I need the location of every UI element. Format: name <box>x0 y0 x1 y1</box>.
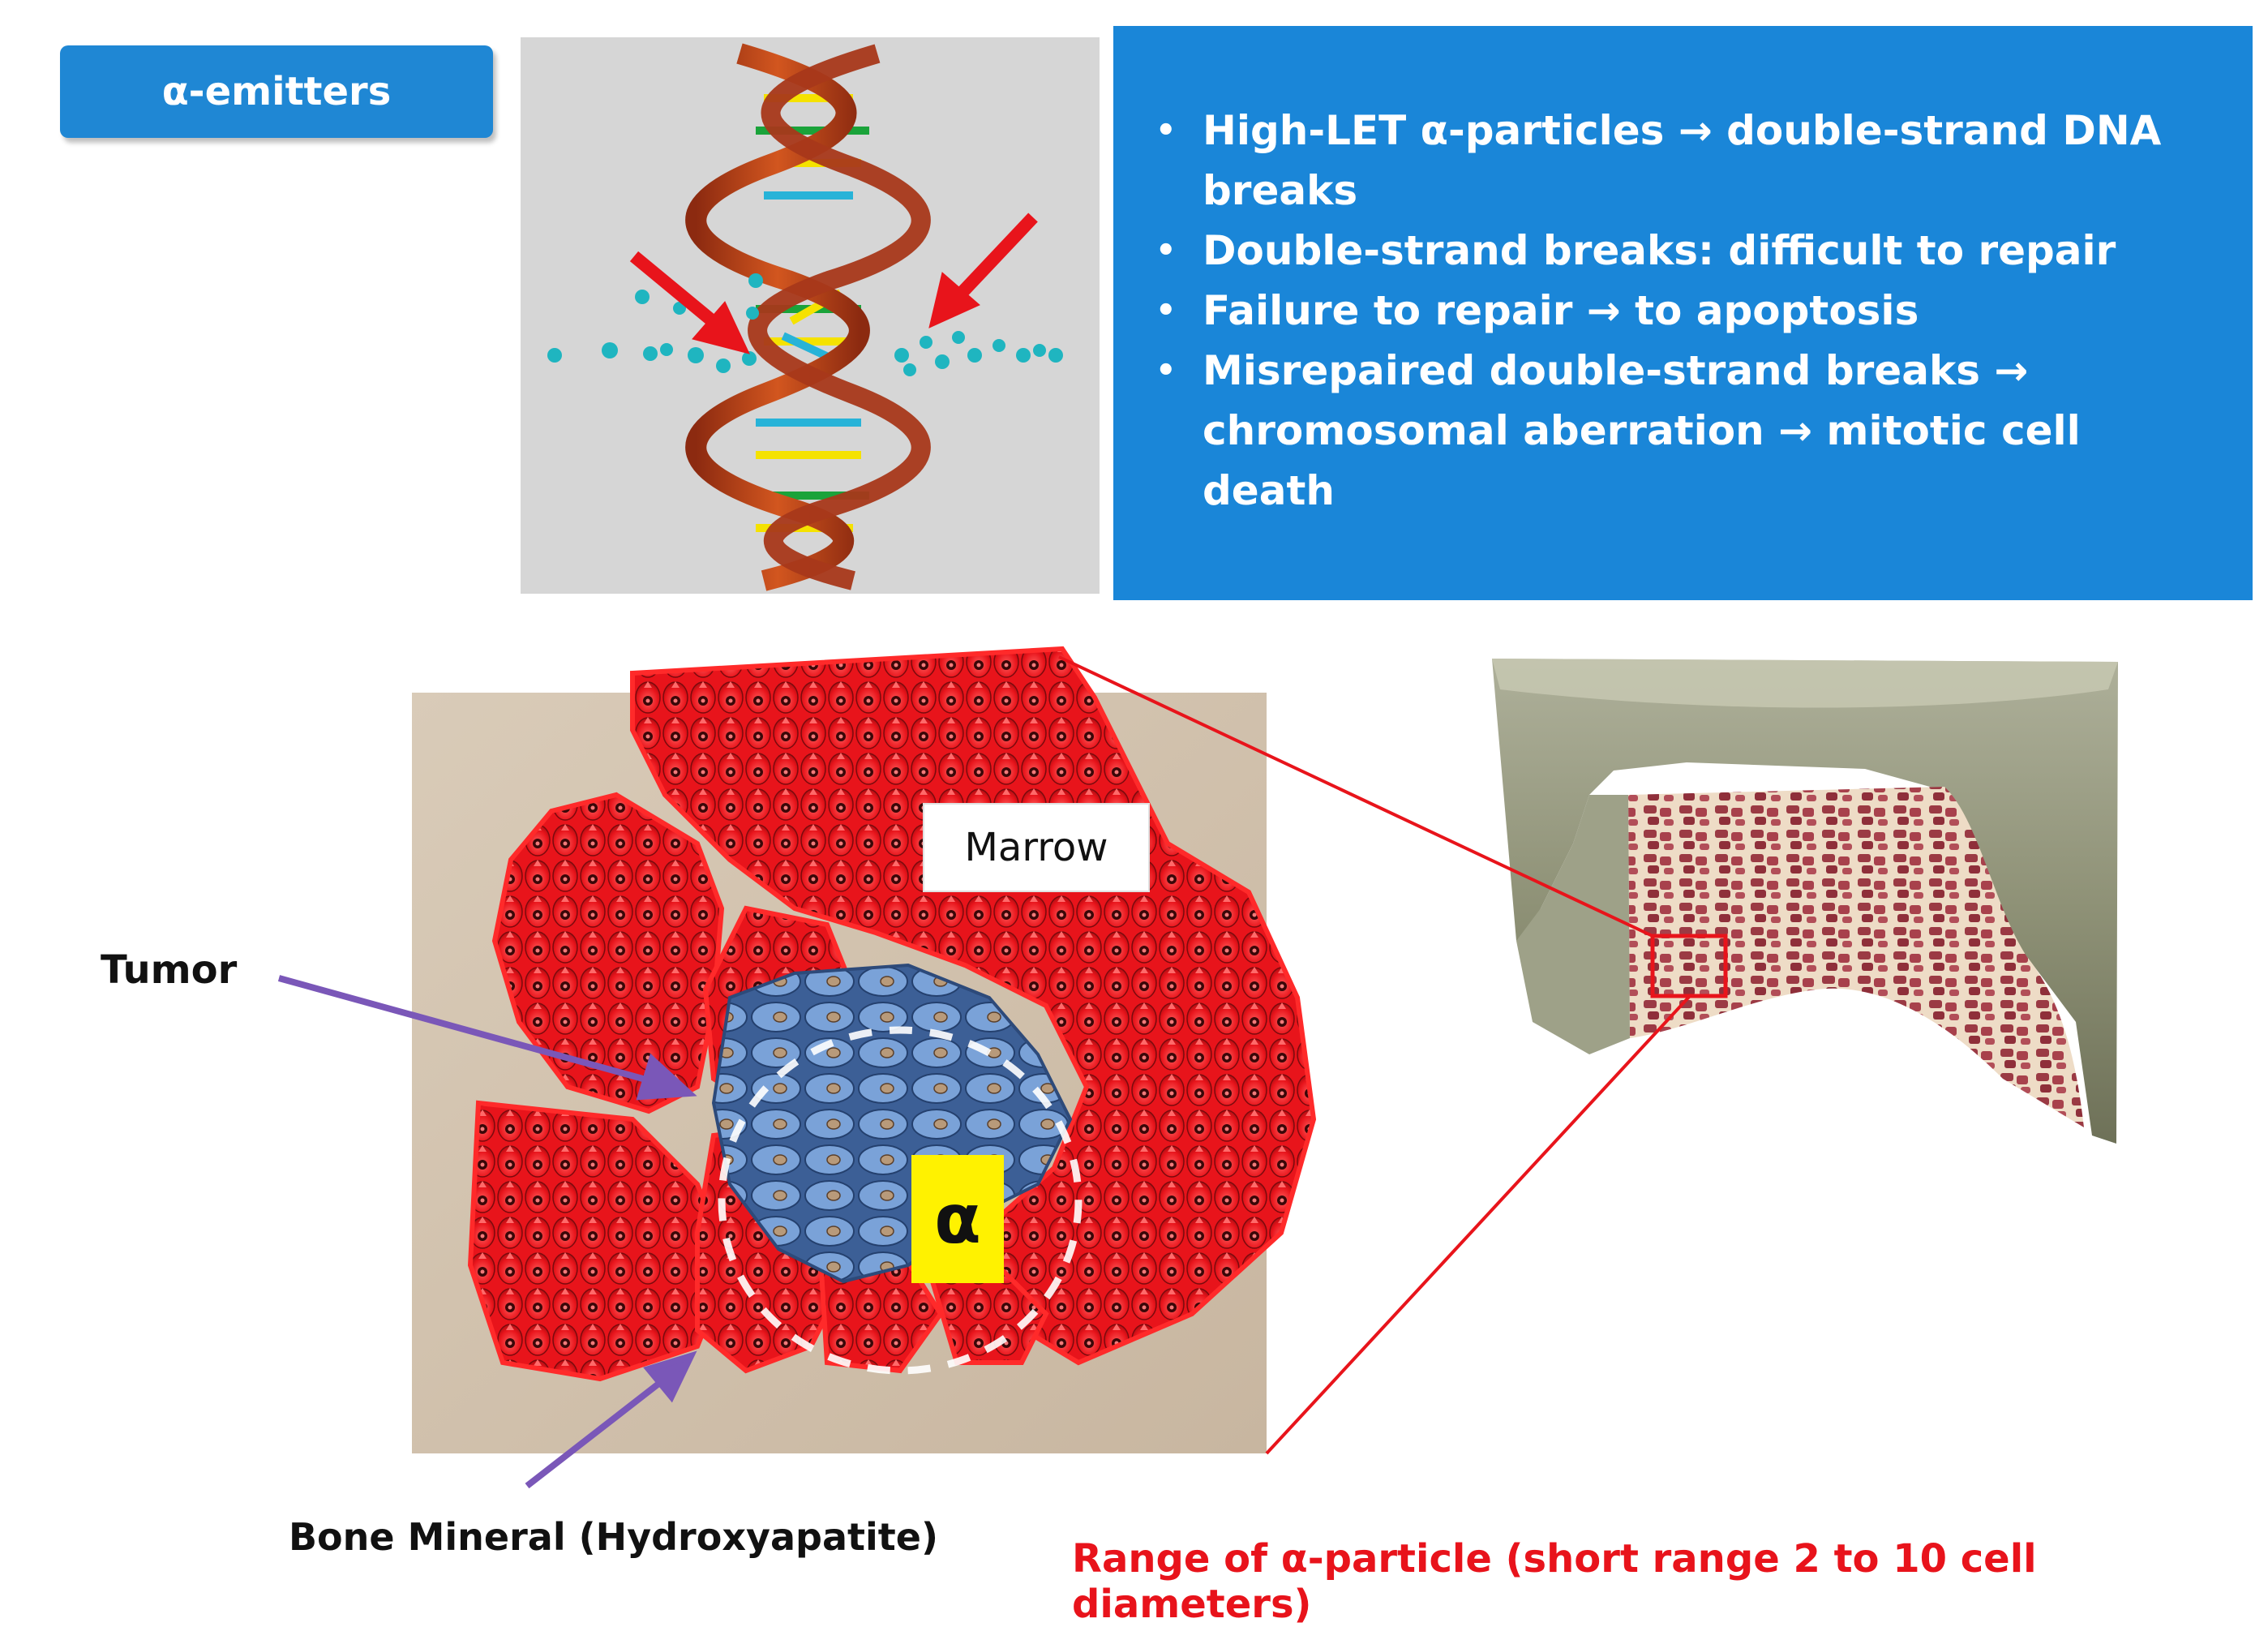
bullet-marker: • <box>1155 352 1177 389</box>
alpha-range-circle <box>718 1026 1083 1375</box>
bone-top-rim <box>1492 659 2118 708</box>
alpha-range-label: Range of α-particle (short range 2 to 10… <box>1072 1536 2037 1627</box>
bullet-text: High-LET α-particles → double-strand DNA… <box>1203 107 2162 214</box>
bone-marrow-diagram <box>277 646 2118 1489</box>
title-tag-text: α-emitters <box>161 69 392 114</box>
bullet-text: Double-strand breaks: difficult to repai… <box>1203 227 2116 274</box>
marrow-label: Marrow <box>964 825 1108 870</box>
pointer-arrows <box>277 975 697 1489</box>
bullet-item: • Double-strand breaks: difficult to rep… <box>1146 221 2204 281</box>
dna-helix-graphic <box>547 43 1063 591</box>
break-arrows <box>629 212 1038 354</box>
bone-marrow-texture <box>1628 787 2084 1127</box>
alpha-particle-track <box>547 273 1063 376</box>
bone-inner-wall <box>1516 795 1630 1054</box>
info-box: • High-LET α-particles → double-strand D… <box>1113 26 2253 600</box>
title-tag: α-emitters <box>60 45 493 138</box>
bullet-item: • Failure to repair → to apoptosis <box>1146 281 2204 341</box>
dna-illustration <box>521 37 1100 594</box>
bullet-marker: • <box>1155 292 1177 329</box>
bone-mineral-label: Bone Mineral (Hydroxyapatite) <box>289 1515 938 1559</box>
bullet-marker: • <box>1155 232 1177 269</box>
alpha-symbol-box: α <box>911 1155 1004 1283</box>
marrow-label-box: Marrow <box>923 803 1150 892</box>
info-bullet-list: • High-LET α-particles → double-strand D… <box>1146 101 2204 521</box>
tumor-label: Tumor <box>101 947 238 993</box>
zoom-line-top <box>1058 655 1653 938</box>
bone-cross-section <box>1492 659 2118 1144</box>
bullet-text: Misrepaired double-strand breaks → chrom… <box>1203 347 2081 514</box>
bullet-text: Failure to repair → to apoptosis <box>1203 287 1919 334</box>
bullet-item: • High-LET α-particles → double-strand D… <box>1146 101 2204 221</box>
bullet-marker: • <box>1155 112 1177 149</box>
bone-cortex <box>1492 659 2118 1144</box>
zoom-line-bottom <box>1265 994 1691 1455</box>
bullet-item: • Misrepaired double-strand breaks → chr… <box>1146 341 2204 521</box>
alpha-symbol: α <box>934 1179 981 1259</box>
dna-strand-2 <box>748 44 931 590</box>
